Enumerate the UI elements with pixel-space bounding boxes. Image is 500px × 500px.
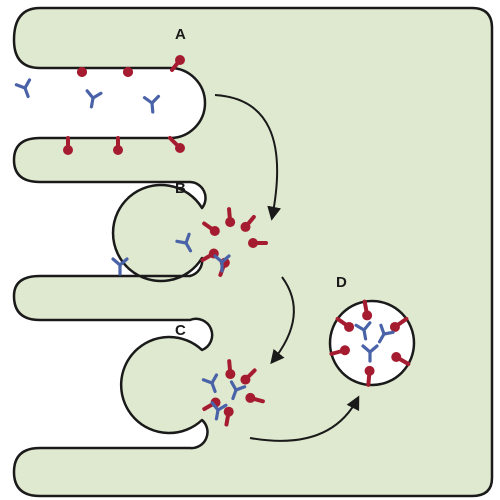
receptor-icon — [335, 316, 355, 332]
ligand-icon — [210, 401, 228, 421]
ligand-icon — [201, 373, 219, 394]
curved-arrow-icon — [249, 395, 360, 442]
curved-arrow-icon — [214, 94, 282, 221]
receptor-group — [63, 55, 411, 427]
ligand-icon — [213, 254, 231, 273]
ligand-icon — [175, 232, 193, 253]
receptor-icon — [113, 136, 123, 155]
ligand-icon — [361, 344, 379, 363]
stage-label-a: A — [175, 26, 186, 43]
vesicle-d — [328, 299, 416, 387]
receptor-icon — [202, 221, 220, 236]
ligand-icon — [354, 321, 372, 341]
arrow-group — [214, 94, 360, 442]
receptor-icon — [240, 214, 256, 232]
receptor-icon — [364, 365, 375, 387]
stage-label-b: B — [175, 180, 186, 197]
cell-body — [12, 6, 494, 498]
receptor-icon — [391, 352, 411, 366]
receptor-icon — [123, 67, 133, 77]
stage-label-d: D — [336, 274, 347, 291]
ligand-icon — [14, 78, 32, 99]
receptor-icon — [240, 368, 257, 385]
receptor-icon — [63, 136, 73, 155]
receptor-icon — [362, 299, 373, 321]
receptor-icon — [77, 67, 87, 77]
ligand-icon — [377, 323, 395, 344]
receptor-icon — [248, 238, 268, 248]
receptor-icon — [225, 359, 236, 380]
receptor-icon — [168, 136, 185, 153]
ligand-group — [14, 78, 395, 421]
stage-label-c: C — [175, 322, 186, 339]
ligand-icon — [229, 380, 247, 401]
receptor-icon — [245, 392, 265, 404]
ligand-icon — [111, 257, 129, 276]
receptor-icon — [329, 345, 350, 356]
ligand-icon — [142, 94, 161, 114]
curved-arrow-icon — [270, 276, 295, 365]
receptor-icon — [223, 406, 234, 427]
ligand-icon — [85, 89, 103, 109]
receptor-icon — [389, 316, 409, 332]
receptor-icon — [170, 55, 185, 72]
receptor-icon — [225, 207, 236, 228]
